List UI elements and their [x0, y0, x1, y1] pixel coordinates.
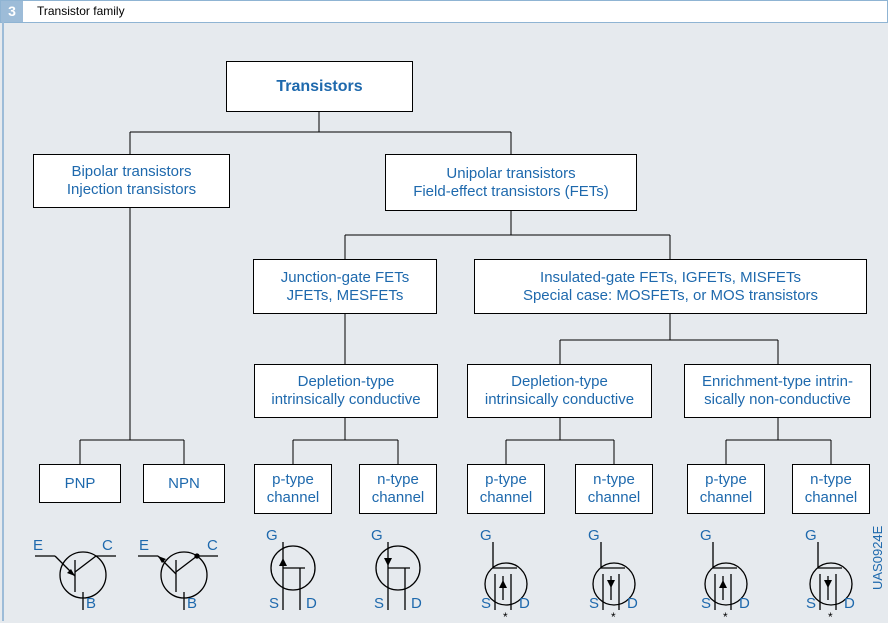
node-line: channel — [699, 489, 753, 506]
igfet-node: Insulated-gate FETs, IGFETs, MISFETs Spe… — [474, 259, 867, 314]
figure-code: UAS0924E — [870, 525, 885, 590]
source-label: S — [806, 595, 816, 612]
node-line: intrinsically conductive — [484, 391, 635, 408]
drain-label: D — [844, 595, 855, 612]
source-label: S — [481, 595, 491, 612]
node-line: n-type — [810, 471, 852, 488]
node-line: n-type — [593, 471, 635, 488]
figure-header: 3 Transistor family — [0, 0, 888, 23]
node-line: Field-effect transistors (FETs) — [413, 182, 609, 200]
pnp-base-label: B — [86, 595, 96, 612]
channel-node: p-type channel — [467, 464, 545, 514]
drain-label: D — [739, 595, 750, 612]
npn-node: NPN — [143, 464, 225, 503]
gate-label: G — [588, 527, 600, 544]
node-line: NPN — [168, 474, 200, 492]
node-line: channel — [587, 489, 641, 506]
gate-label: G — [700, 527, 712, 544]
gate-label: G — [480, 527, 492, 544]
gate-label: G — [266, 527, 278, 544]
source-label: S — [374, 595, 384, 612]
node-line: Bipolar transistors — [71, 163, 192, 180]
figure-number: 3 — [1, 1, 23, 22]
channel-node: n-type channel — [359, 464, 437, 514]
figure-title: Transistor family — [37, 4, 125, 18]
channel-node: n-type channel — [575, 464, 653, 514]
drain-label: D — [627, 595, 638, 612]
node-line: p-type — [485, 471, 527, 488]
note-asterisk: * — [503, 610, 508, 623]
jfet-n-channel-symbol-icon — [375, 542, 421, 610]
node-line: n-type — [377, 471, 419, 488]
root-node: Transistors — [226, 61, 413, 112]
npn-collector-label: C — [207, 537, 218, 554]
npn-transistor-symbol-icon — [138, 551, 218, 610]
jfet-depletion-node: Depletion-type intrinsically conductive — [254, 364, 438, 418]
drain-label: D — [411, 595, 422, 612]
pnp-emitter-label: E — [33, 537, 43, 554]
node-line: Unipolar transistors — [446, 164, 576, 182]
jfet-p-channel-symbol-icon — [270, 542, 316, 610]
note-asterisk: * — [723, 610, 728, 623]
igfet-depletion-node: Depletion-type intrinsically conductive — [467, 364, 652, 418]
node-line: channel — [266, 489, 320, 506]
drain-label: D — [519, 595, 530, 612]
channel-node: p-type channel — [687, 464, 765, 514]
bipolar-node: Bipolar transistors Injection transistor… — [33, 154, 230, 208]
node-line: Special case: MOSFETs, or MOS transistor… — [522, 286, 819, 304]
node-line: Junction-gate FETs — [280, 268, 410, 286]
mosfet-enrichment-p-channel-symbol-icon — [704, 542, 748, 610]
mosfet-depletion-p-channel-symbol-icon — [484, 542, 528, 610]
node-line: channel — [479, 489, 533, 506]
pnp-transistor-symbol-icon — [35, 551, 116, 610]
source-label: S — [269, 595, 279, 612]
channel-node: p-type channel — [254, 464, 332, 514]
gate-label: G — [805, 527, 817, 544]
figure-frame — [2, 22, 886, 621]
node-line: p-type — [705, 471, 747, 488]
source-label: S — [589, 595, 599, 612]
unipolar-node: Unipolar transistors Field-effect transi… — [385, 154, 637, 211]
source-label: S — [701, 595, 711, 612]
mosfet-enrichment-n-channel-symbol-icon — [809, 542, 853, 610]
node-line: channel — [804, 489, 858, 506]
pnp-node: PNP — [39, 464, 121, 503]
root-label: Transistors — [276, 77, 363, 95]
node-line: JFETs, MESFETs — [286, 286, 404, 304]
npn-emitter-label: E — [139, 537, 149, 554]
pnp-collector-label: C — [102, 537, 113, 554]
mosfet-depletion-n-channel-symbol-icon — [592, 542, 636, 610]
npn-base-label: B — [187, 595, 197, 612]
node-line: Insulated-gate FETs, IGFETs, MISFETs — [540, 268, 801, 286]
node-line: sically non-conductive — [704, 391, 851, 408]
tree-connectors — [79, 112, 832, 464]
node-line: intrinsically conductive — [271, 391, 421, 408]
note-asterisk: * — [611, 610, 616, 623]
channel-node: n-type channel — [792, 464, 870, 514]
gate-label: G — [371, 527, 383, 544]
igfet-enrichment-node: Enrichment-type intrin- sically non-cond… — [684, 364, 871, 418]
node-line: Injection transistors — [66, 181, 197, 198]
drain-label: D — [306, 595, 317, 612]
node-line: p-type — [272, 471, 314, 488]
node-line: channel — [371, 489, 425, 506]
node-line: Depletion-type — [511, 373, 608, 390]
jfet-node: Junction-gate FETs JFETs, MESFETs — [253, 259, 437, 314]
node-line: Depletion-type — [297, 373, 395, 390]
node-line: PNP — [64, 474, 96, 492]
note-asterisk: * — [828, 610, 833, 623]
node-line: Enrichment-type intrin- — [702, 373, 853, 390]
